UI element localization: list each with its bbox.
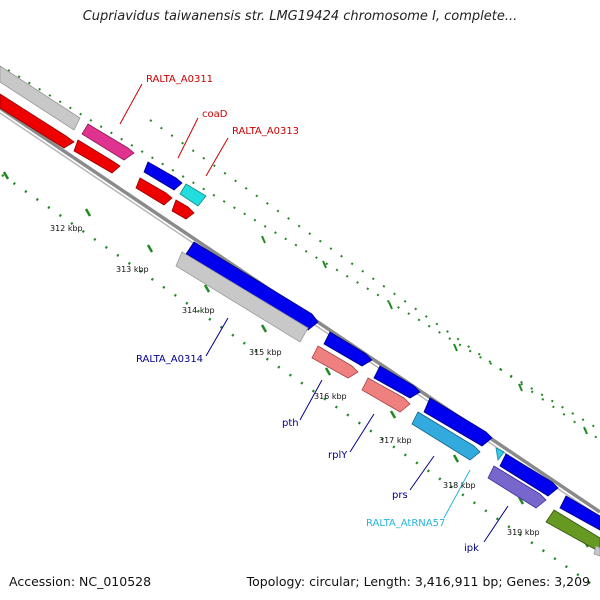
scale-label-316: 316 kbp	[314, 392, 347, 401]
gene-arrow-gray-2[interactable]	[175, 251, 309, 343]
scale-label-314: 314 kbp	[182, 306, 215, 315]
leader-lines	[119, 83, 509, 543]
gene-label-RALTA_A0314[interactable]: RALTA_A0314	[136, 354, 203, 365]
gene-label-pth[interactable]: pth	[282, 418, 299, 429]
gene-arrow-RALTA_A0313[interactable]	[179, 183, 207, 207]
accession-label: Accession: NC_010528	[9, 574, 152, 589]
gene-arrow-gray-right[interactable]	[593, 545, 600, 557]
scale-label-318: 318 kbp	[443, 481, 476, 490]
tick-row-outer-1	[7, 69, 600, 431]
gene-arrow-ipk-purple[interactable]	[487, 465, 547, 509]
summary-label: Topology: circular; Length: 3,416,911 bp…	[246, 574, 590, 589]
scale-label-312: 312 kbp	[50, 224, 83, 233]
gene-label-ipk[interactable]: ipk	[464, 543, 479, 554]
gene-arrow-red-3[interactable]	[135, 177, 173, 206]
gene-label-RALTA_A0313[interactable]: RALTA_A0313	[232, 126, 299, 137]
gene-arrow-rplY-salmon[interactable]	[361, 377, 411, 413]
scale-labels: 312 kbp 313 kbp 314 kbp 315 kbp 316 kbp …	[50, 224, 540, 537]
scale-label-319: 319 kbp	[507, 528, 540, 537]
gene-label-RALTA_A0311[interactable]: RALTA_A0311	[146, 74, 213, 85]
gene-arrow-RALTA_AtRNA57[interactable]	[495, 447, 505, 461]
gene-arrow-RALTA_A0314-blue[interactable]	[185, 241, 319, 331]
map-title: Cupriavidus taiwanensis str. LMG19424 ch…	[82, 9, 518, 24]
gene-label-prs[interactable]: prs	[392, 490, 408, 501]
gene-arrows	[0, 65, 600, 557]
gene-arrow-red-2[interactable]	[73, 139, 121, 174]
gene-arrow-olive-right[interactable]	[545, 509, 600, 553]
gene-label-RALTA_AtRNA57[interactable]: RALTA_AtRNA57	[366, 518, 445, 529]
scale-label-315: 315 kbp	[249, 348, 282, 357]
tick-row-outer-2	[149, 119, 600, 441]
gene-arrow-ipk-blue[interactable]	[499, 453, 559, 497]
gene-arrow-red-4[interactable]	[171, 199, 195, 220]
gene-arrow-pth-salmon[interactable]	[311, 345, 359, 379]
gene-arrow-rplY-blue[interactable]	[373, 365, 421, 399]
gene-label-coaD[interactable]: coaD	[202, 109, 228, 120]
gene-arrow-red-1[interactable]	[0, 93, 75, 149]
gene-arrow-coaD[interactable]	[143, 161, 183, 191]
gene-label-rplY[interactable]: rplY	[328, 450, 348, 461]
gene-arrow-prs-skyblue[interactable]	[411, 411, 481, 461]
gene-arrow-prs-blue[interactable]	[423, 397, 493, 447]
gene-labels: RALTA_A0311 coaD RALTA_A0313 RALTA_A0314…	[136, 74, 479, 554]
gene-arrow-blue-right[interactable]	[559, 495, 600, 531]
scale-label-317: 317 kbp	[379, 436, 412, 445]
gene-arrow-gray-1[interactable]	[0, 65, 81, 131]
gene-arrow-pth-blue[interactable]	[323, 331, 373, 367]
gene-arrow-RALTA_A0311[interactable]	[81, 123, 135, 161]
scale-label-313: 313 kbp	[116, 265, 149, 274]
major-ticks	[2, 171, 590, 548]
